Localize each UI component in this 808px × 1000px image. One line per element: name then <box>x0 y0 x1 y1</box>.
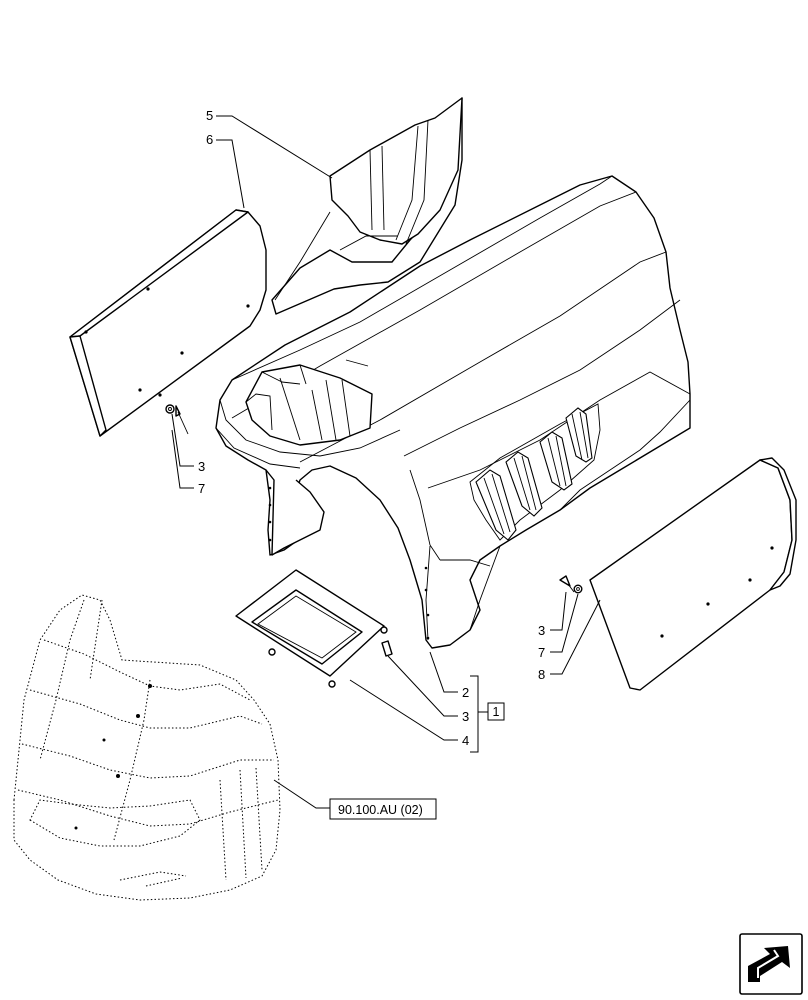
assembly-group-label: 1 <box>493 705 500 719</box>
callout-6-top: 6 <box>206 132 213 147</box>
callout-7-right: 7 <box>538 645 545 660</box>
assembly-group-box: 1 <box>487 702 505 721</box>
callout-5-top: 5 <box>206 108 213 123</box>
callout-7-left: 7 <box>198 481 205 496</box>
inspection-frame <box>235 569 388 688</box>
hood-body <box>215 175 691 649</box>
callout-4-center: 4 <box>462 733 469 748</box>
reference-link-label[interactable]: 90.100.AU (02) <box>338 803 423 817</box>
reference-link-box[interactable]: 90.100.AU (02) <box>329 798 437 820</box>
front-grille-reference-ghost <box>13 594 281 901</box>
callout-8-right: 8 <box>538 667 545 682</box>
fastener-right <box>559 575 583 594</box>
callout-3-left: 3 <box>198 459 205 474</box>
callout-3-center: 3 <box>462 709 469 724</box>
insulation-sheet-upper <box>271 97 463 315</box>
callout-2-center: 2 <box>462 685 469 700</box>
fastener-left <box>165 404 189 435</box>
callout-3-right: 3 <box>538 623 545 638</box>
leader-lines <box>171 115 601 809</box>
bolt <box>381 640 393 657</box>
side-insulation-panel-right <box>589 457 797 691</box>
side-insulation-panel-left <box>69 209 267 437</box>
next-page-arrow-icon[interactable] <box>739 933 803 995</box>
